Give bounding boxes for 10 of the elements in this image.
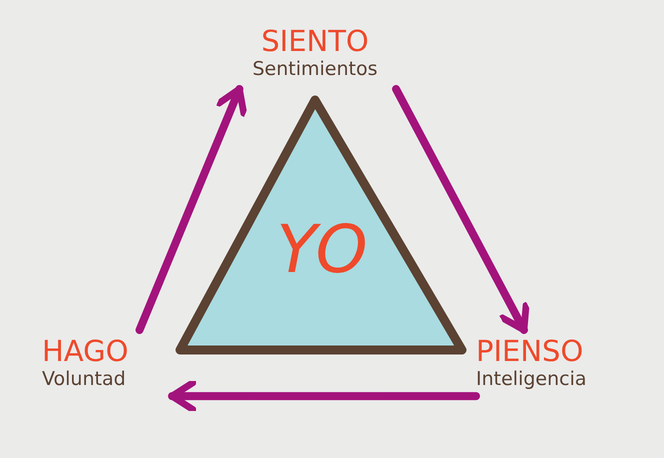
corner-subtitle: Inteligencia — [476, 368, 588, 391]
corner-title: SIENTO — [260, 26, 370, 58]
corner-subtitle: Sentimientos — [251, 58, 378, 81]
corner-subtitle: Voluntad — [42, 368, 127, 391]
corner-title: HAGO — [42, 336, 130, 368]
arrow — [168, 379, 480, 413]
arrow — [136, 85, 248, 334]
arrow — [392, 85, 530, 334]
center-label: YO — [275, 217, 369, 283]
corner-title: PIENSO — [476, 336, 584, 368]
